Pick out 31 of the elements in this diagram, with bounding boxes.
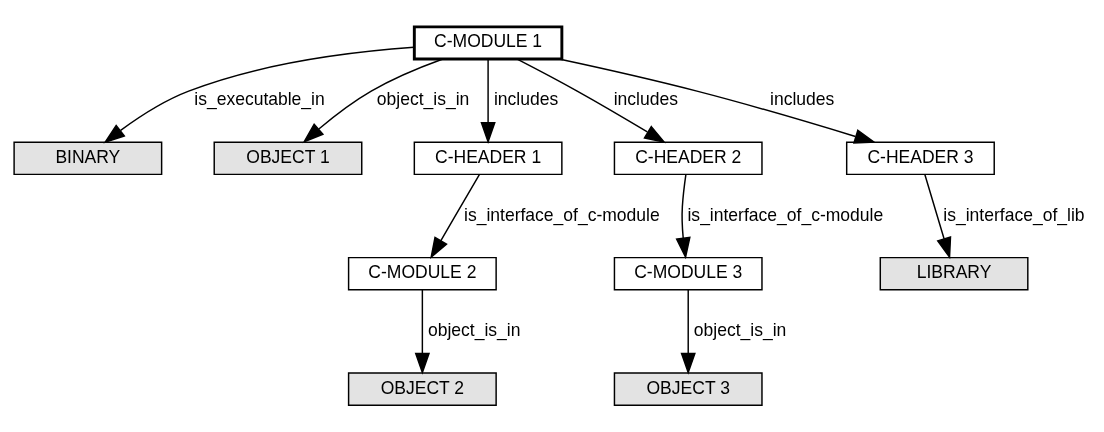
arrow [680, 289, 696, 375]
arrow [675, 173, 691, 260]
edge-label: is_interface_of_c-module [687, 204, 884, 225]
node-box: C-HEADER 1 [413, 141, 563, 176]
node-box: OBJECT 3 [613, 372, 763, 406]
arrow [516, 58, 667, 144]
arrow [480, 58, 496, 144]
edge-label: is_interface_of_c-module [464, 204, 660, 225]
arrow [558, 58, 877, 144]
node-box: OBJECT 1 [213, 141, 363, 176]
node-box: OBJECT 2 [347, 372, 497, 406]
edge-label: is_executable_in [194, 89, 325, 110]
node-box: C-MODULE 3 [613, 256, 763, 291]
edge-label: object_is_in [376, 89, 470, 110]
edge-label: is_interface_of_lib [943, 204, 1085, 225]
edge-label: includes [493, 89, 559, 110]
node-box: BINARY [13, 141, 163, 176]
node-box: C-HEADER 3 [845, 141, 995, 176]
node-box: C-MODULE 2 [347, 256, 497, 291]
arrow [302, 58, 444, 144]
edge-label: object_is_in [693, 319, 787, 340]
node-box: LIBRARY [879, 256, 1029, 291]
edge-label: object_is_in [427, 319, 521, 340]
edge-label: includes [613, 89, 678, 110]
arrow [924, 173, 952, 260]
arrow [103, 46, 415, 144]
arrow [414, 289, 431, 375]
arrow [430, 173, 481, 260]
node-box: C-MODULE 1 [412, 25, 564, 61]
edge-label: includes [770, 89, 835, 110]
node-box: C-HEADER 2 [613, 141, 763, 176]
